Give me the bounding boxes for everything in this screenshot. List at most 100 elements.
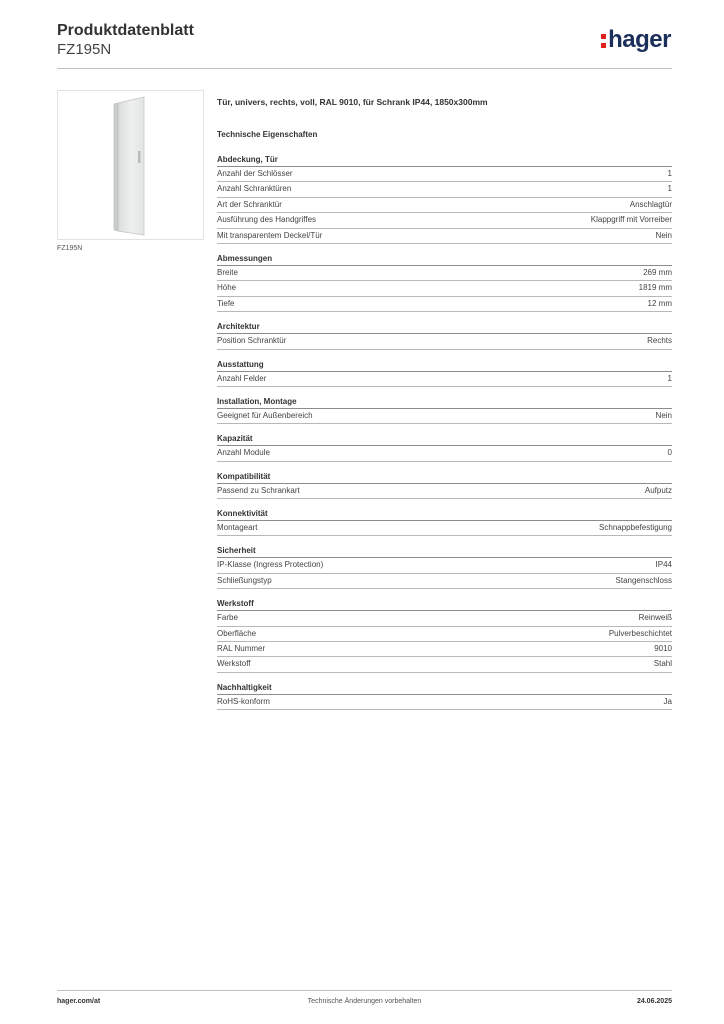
- spec-value: 1: [667, 373, 672, 383]
- spec-value: Schnappbefestigung: [599, 523, 672, 533]
- footer-note: Technische Änderungen vorbehalten: [307, 998, 422, 1005]
- door-panel-icon: [113, 96, 145, 236]
- spec-label: Tiefe: [217, 298, 235, 308]
- spec-row: IP-Klasse (Ingress Protection) IP44: [217, 558, 672, 574]
- spec-group-title: Sicherheit: [217, 544, 672, 559]
- spec-row: Montageart Schnappbefestigung: [217, 521, 672, 537]
- spec-label: Farbe: [217, 613, 238, 623]
- spec-value: Stahl: [653, 659, 672, 669]
- product-code: FZ195N: [57, 41, 112, 58]
- spec-row: Anzahl Module 0: [217, 446, 672, 462]
- spec-value: Aufputz: [644, 485, 672, 495]
- spec-row: Breite 269 mm: [217, 266, 672, 282]
- spec-group-title: Kapazität: [217, 432, 672, 447]
- technical-properties-heading: Technische Eigenschaften: [217, 130, 318, 139]
- spec-value: Reinweiß: [638, 613, 672, 623]
- spec-value: Stangenschloss: [615, 575, 672, 585]
- spec-label: IP-Klasse (Ingress Protection): [217, 560, 324, 570]
- spec-label: Oberfläche: [217, 628, 257, 638]
- spec-label: Schließungstyp: [217, 575, 272, 585]
- spec-value: 0: [667, 448, 672, 458]
- spec-label: Werkstoff: [217, 659, 251, 669]
- spec-group-title: Ausstattung: [217, 358, 672, 372]
- spec-row: Höhe 1819 mm: [217, 281, 672, 297]
- spec-row: Art der Schranktür Anschlagtür: [217, 198, 672, 214]
- logo-dots-icon: [601, 31, 607, 49]
- product-image: [57, 90, 204, 240]
- spec-row: Werkstoff Stahl: [217, 657, 672, 673]
- spec-label: Anzahl Module: [217, 448, 270, 458]
- product-description: Tür, univers, rechts, voll, RAL 9010, fü…: [217, 97, 488, 107]
- logo-text: hager: [608, 26, 671, 53]
- spec-label: Breite: [217, 267, 238, 277]
- spec-row: Ausführung des Handgriffes Klappgriff mit…: [217, 213, 672, 229]
- spec-value: Rechts: [647, 336, 672, 346]
- spec-row: Geeignet für Außenbereich Nein: [217, 409, 672, 425]
- spec-label: Passend zu Schrankart: [217, 485, 300, 495]
- spec-row: RoHS-konform Ja: [217, 695, 672, 711]
- spec-value: Ja: [663, 696, 672, 706]
- spec-row: Schließungstyp Stangenschloss: [217, 574, 672, 590]
- spec-value: IP44: [655, 560, 672, 570]
- spec-row: Anzahl Felder 1: [217, 372, 672, 387]
- spec-group-title: Abmessungen: [217, 252, 672, 266]
- spec-value: Anschlagtür: [629, 199, 672, 209]
- spec-label: Art der Schranktür: [217, 199, 282, 209]
- spec-row: Farbe Reinweiß: [217, 611, 672, 627]
- spec-value: Klappgriff mit Vorreiber: [590, 215, 672, 225]
- specification-content: Tür, univers, rechts, voll, RAL 9010, fü…: [217, 95, 672, 718]
- spec-row: Anzahl der Schlösser 1: [217, 167, 672, 183]
- spec-group-title: Kompatibilität: [217, 470, 672, 484]
- spec-row: RAL Nummer 9010: [217, 642, 672, 658]
- spec-label: RAL Nummer: [217, 644, 266, 654]
- spec-label: Geeignet für Außenbereich: [217, 410, 313, 420]
- image-caption: FZ195N: [57, 245, 83, 252]
- header-divider: [57, 68, 672, 69]
- spec-label: Höhe: [217, 283, 237, 293]
- spec-label: Anzahl Felder: [217, 373, 267, 383]
- spec-label: Position Schranktür: [217, 336, 287, 346]
- spec-group-title: Werkstoff: [217, 597, 672, 612]
- spec-row: Oberfläche Pulverbeschichtet: [217, 627, 672, 643]
- spec-group-title: Installation, Montage: [217, 395, 672, 409]
- spec-label: Anzahl der Schlösser: [217, 169, 293, 178]
- spec-value: Nein: [655, 410, 672, 420]
- hager-logo: hager: [601, 26, 671, 54]
- spec-label: Mit transparentem Deckel/Tür: [217, 230, 323, 240]
- spec-group-title: Abdeckung, Tür: [217, 153, 672, 167]
- spec-group-title: Konnektivität: [217, 507, 672, 522]
- spec-value: Pulverbeschichtet: [608, 628, 672, 638]
- spec-value: 9010: [654, 644, 672, 654]
- footer-divider: [57, 990, 672, 991]
- footer-date: 24.06.2025: [636, 998, 672, 1005]
- spec-label: Ausführung des Handgriffes: [217, 215, 317, 225]
- spec-value: 269 mm: [643, 267, 672, 277]
- spec-label: Anzahl Schranktüren: [217, 184, 292, 194]
- spec-label: Montageart: [217, 523, 258, 533]
- spec-row: Tiefe 12 mm: [217, 297, 672, 313]
- footer-website: hager.com/at: [57, 998, 101, 1005]
- spec-row: Position Schranktür Rechts: [217, 334, 672, 350]
- spec-value: 12 mm: [647, 298, 672, 308]
- document-title: Produktdatenblatt: [57, 22, 194, 39]
- spec-group-title: Nachhaltigkeit: [217, 681, 672, 695]
- spec-value: 1: [667, 169, 672, 178]
- spec-value: 1819 mm: [638, 283, 672, 293]
- spec-group-title: Architektur: [217, 320, 672, 335]
- spec-row: Passend zu Schrankart Aufputz: [217, 484, 672, 500]
- page-header: Produktdatenblatt FZ195N hager: [57, 20, 671, 70]
- spec-label: RoHS-konform: [217, 696, 270, 706]
